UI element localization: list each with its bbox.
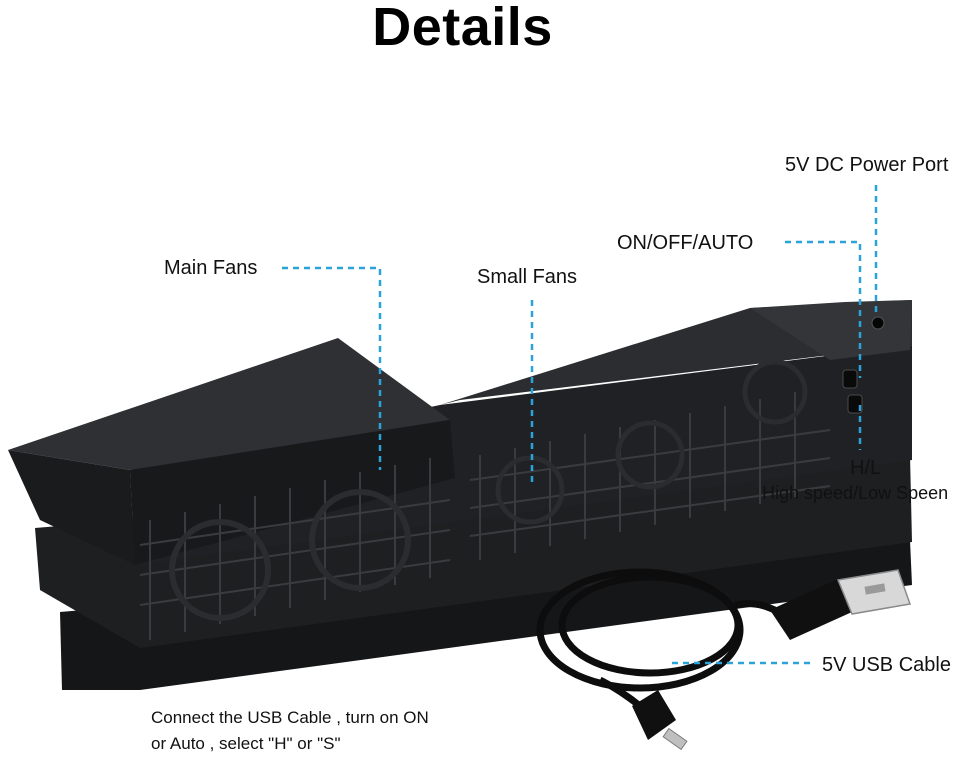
usb-plug-body (770, 578, 852, 640)
main-fans-box-front (8, 450, 135, 565)
small-fan-1 (495, 455, 565, 525)
on-off-auto-label: ON/OFF/AUTO (617, 232, 754, 254)
cooling-fan-device (8, 300, 912, 690)
callout-lines (282, 185, 878, 665)
power-port-hole (871, 316, 885, 330)
callout-main-fans (282, 266, 382, 470)
dc-plug-tip (662, 727, 688, 751)
main-fan-1 (169, 519, 271, 621)
callout-switch (785, 240, 862, 378)
dc-plug-body (632, 690, 676, 740)
device-bottom-tier (60, 540, 912, 690)
main-fans-box-side (130, 420, 455, 565)
usb-cable (536, 568, 912, 751)
on-off-auto-switch (842, 369, 858, 389)
page-title: Details (372, 0, 553, 57)
main-fan-2 (309, 489, 411, 591)
speed-switch (847, 394, 863, 414)
usb-plug-contact (864, 583, 886, 595)
small-fan-3 (742, 359, 808, 425)
small-fans-grille (469, 392, 831, 560)
usb-cable-label: 5V USB Cable (822, 654, 951, 676)
speed-label: High speed/Low Speen (762, 483, 949, 503)
instruction-line-2: or Auto , select "H" or "S" (151, 734, 341, 753)
small-fans-label: Small Fans (477, 266, 578, 288)
cable-coil-inner (558, 573, 742, 677)
device-right-block-top (750, 300, 912, 360)
main-fans-box-top (8, 338, 450, 470)
hl-label: H/L (850, 457, 882, 479)
power-port-label: 5V DC Power Port (785, 154, 949, 176)
main-fans-label: Main Fans (164, 257, 258, 279)
instruction-line-1: Connect the USB Cable , turn on ON (151, 708, 429, 727)
small-fan-2 (615, 420, 685, 490)
